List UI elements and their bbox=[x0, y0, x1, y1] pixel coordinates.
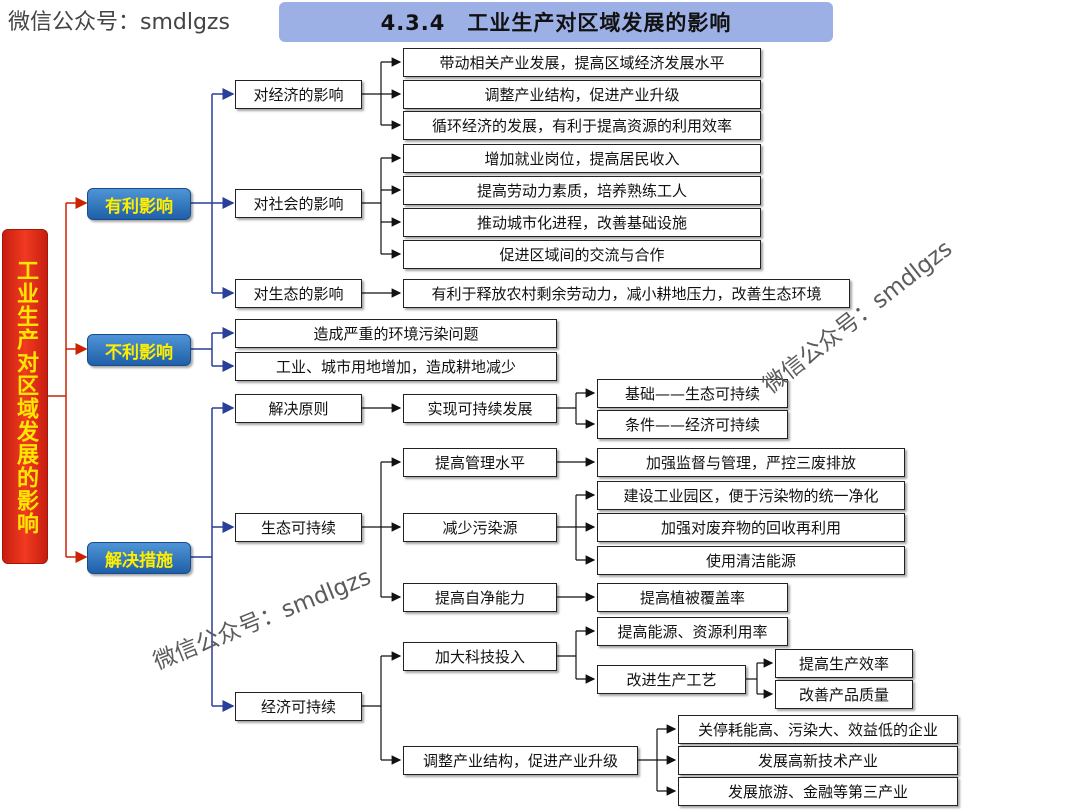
node-industry-item: 发展高新技术产业 bbox=[678, 746, 958, 775]
node-ecological-impact: 对生态的影响 bbox=[235, 279, 362, 308]
node-social-item: 促进区域间的交流与合作 bbox=[403, 240, 761, 269]
node-principle-item: 条件——经济可持续 bbox=[597, 410, 788, 439]
node-adjust-industry: 调整产业结构，促进产业升级 bbox=[403, 746, 638, 775]
node-economic-item: 带动相关产业发展，提高区域经济发展水平 bbox=[403, 48, 761, 77]
category-measures: 解决措施 bbox=[87, 542, 191, 574]
node-unfavorable-item: 造成严重的环境污染问题 bbox=[235, 319, 557, 348]
node-social-item: 增加就业岗位，提高居民收入 bbox=[403, 144, 761, 173]
node-self-purification: 提高自净能力 bbox=[403, 583, 557, 612]
node-unfavorable-item: 工业、城市用地增加，造成耕地减少 bbox=[235, 352, 557, 381]
node-principle-item: 基础——生态可持续 bbox=[597, 379, 788, 408]
node-economic-item: 调整产业结构，促进产业升级 bbox=[403, 80, 761, 109]
node-pollution-item: 建设工业园区，便于污染物的统一净化 bbox=[597, 481, 905, 510]
node-tech-item: 提高能源、资源利用率 bbox=[597, 617, 788, 646]
node-tech-investment: 加大科技投入 bbox=[403, 642, 557, 671]
node-pollution-item: 使用清洁能源 bbox=[597, 546, 905, 575]
node-management-item: 加强监督与管理，严控三废排放 bbox=[597, 448, 905, 477]
node-econ-sustainable: 经济可持续 bbox=[235, 692, 362, 721]
node-process-item: 改善产品质量 bbox=[775, 680, 913, 709]
diagram-title: 4.3.4 工业生产对区域发展的影响 bbox=[279, 2, 833, 42]
root-node: 工业生产对区域发展的影响 bbox=[2, 229, 48, 564]
node-sustainable-development: 实现可持续发展 bbox=[403, 394, 557, 423]
node-pollution-item: 加强对废弃物的回收再利用 bbox=[597, 513, 905, 542]
node-social-impact: 对社会的影响 bbox=[235, 189, 362, 218]
node-industry-item: 发展旅游、金融等第三产业 bbox=[678, 777, 958, 806]
node-reduce-pollution: 减少污染源 bbox=[403, 513, 557, 542]
node-purification-item: 提高植被覆盖率 bbox=[597, 583, 788, 612]
node-principle: 解决原则 bbox=[235, 394, 362, 423]
node-eco-sustainable: 生态可持续 bbox=[235, 513, 362, 542]
node-improve-management: 提高管理水平 bbox=[403, 448, 557, 477]
node-economic-impact: 对经济的影响 bbox=[235, 80, 362, 109]
node-ecological-item: 有利于释放农村剩余劳动力，减小耕地压力，改善生态环境 bbox=[403, 279, 850, 308]
node-economic-item: 循环经济的发展，有利于提高资源的利用效率 bbox=[403, 111, 761, 140]
category-unfavorable: 不利影响 bbox=[87, 334, 191, 366]
node-industry-item: 关停耗能高、污染大、效益低的企业 bbox=[678, 715, 958, 744]
watermark-top: 微信公众号：smdlgzs bbox=[8, 10, 230, 35]
node-process-item: 提高生产效率 bbox=[775, 649, 913, 678]
node-improve-process: 改进生产工艺 bbox=[597, 665, 746, 694]
node-social-item: 提高劳动力素质，培养熟练工人 bbox=[403, 176, 761, 205]
category-favorable: 有利影响 bbox=[87, 188, 191, 220]
node-social-item: 推动城市化进程，改善基础设施 bbox=[403, 208, 761, 237]
